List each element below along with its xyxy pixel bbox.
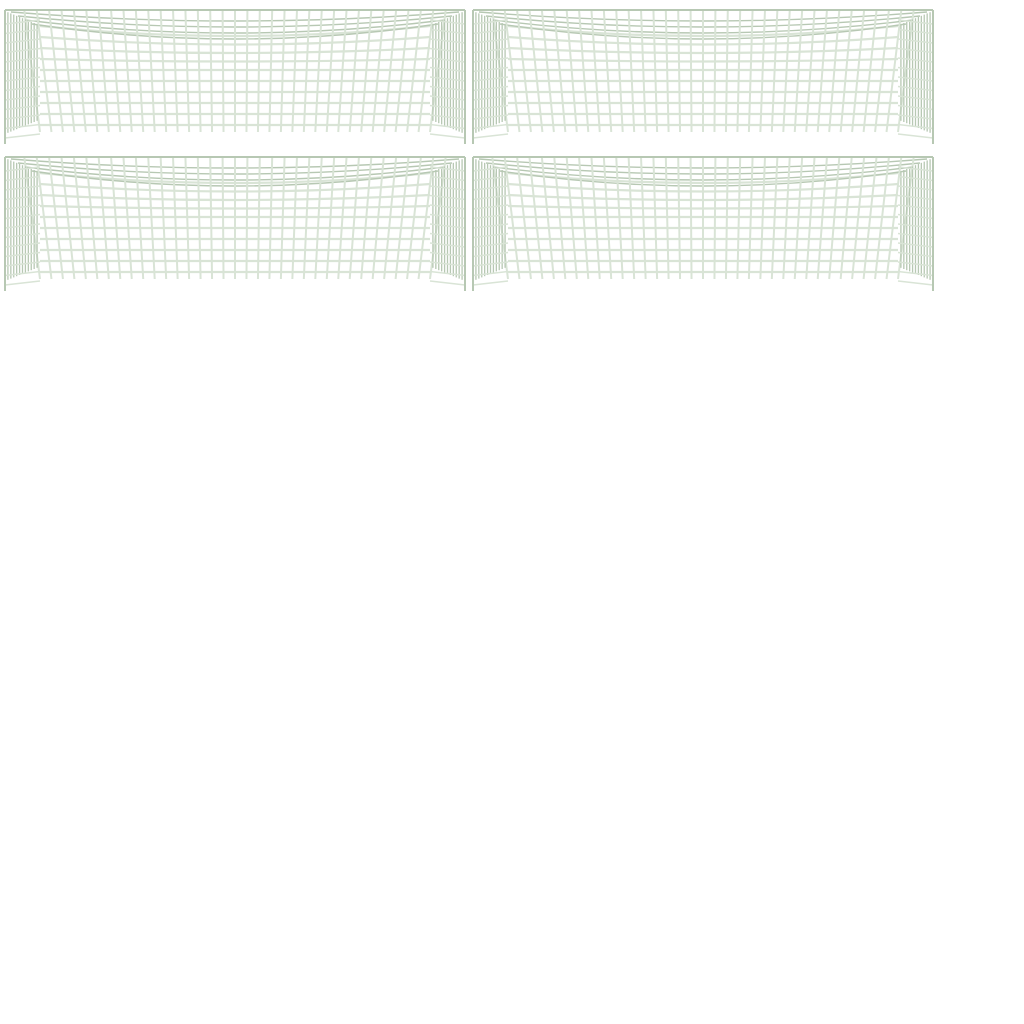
goal-net-4: [472, 156, 934, 291]
goal-net-3: [4, 156, 466, 291]
goal-net-1: [4, 9, 466, 144]
goal-net-2: [472, 9, 934, 144]
